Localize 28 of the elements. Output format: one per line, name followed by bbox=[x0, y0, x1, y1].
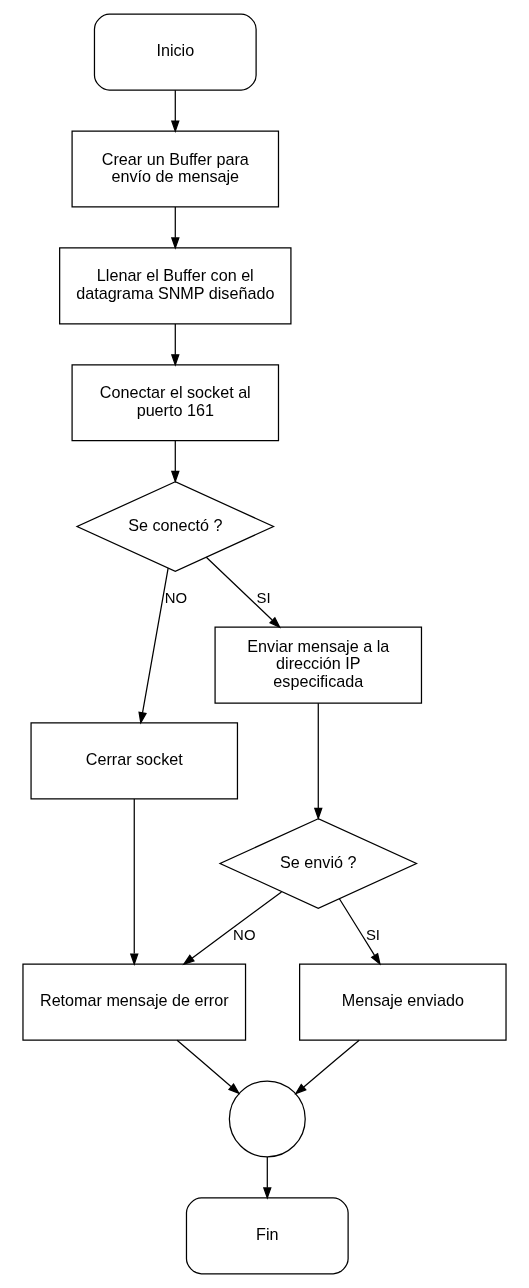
node-diamond: Se envió ? bbox=[218, 818, 418, 909]
edge-label: SI bbox=[365, 926, 381, 944]
arrow bbox=[205, 556, 281, 629]
edge-label: SI bbox=[256, 589, 271, 607]
arrow bbox=[170, 440, 180, 484]
arrow bbox=[170, 323, 180, 367]
node-box: Llenar el Buffer con el datagrama SNMP diseñado bbox=[59, 247, 292, 325]
edge-label: NO bbox=[164, 589, 188, 607]
node-box: Fin bbox=[185, 1197, 349, 1275]
arrow bbox=[338, 898, 381, 966]
arrow bbox=[313, 702, 323, 821]
arrow bbox=[176, 1039, 241, 1095]
arrow bbox=[262, 1156, 272, 1200]
node-box: Cerrar socket bbox=[30, 722, 239, 800]
arrow bbox=[170, 206, 180, 250]
arrow bbox=[170, 89, 180, 133]
node-box: Inicio bbox=[93, 13, 257, 91]
node-box: Crear un Buffer para envío de mensaje bbox=[71, 130, 280, 208]
edge-label: NO bbox=[233, 926, 256, 944]
arrow bbox=[182, 891, 283, 966]
arrow bbox=[129, 798, 139, 966]
node-diamond: Se conectó ? bbox=[75, 481, 275, 572]
node-box: Retomar mensaje de error bbox=[22, 963, 247, 1041]
node-box: Enviar mensaje a la dirección IP especificada bbox=[214, 626, 423, 704]
node-box: Mensaje enviado bbox=[299, 963, 507, 1041]
arrow bbox=[138, 567, 169, 725]
node-box: Conectar el socket al puerto 161 bbox=[71, 364, 280, 442]
arrow bbox=[294, 1039, 360, 1095]
